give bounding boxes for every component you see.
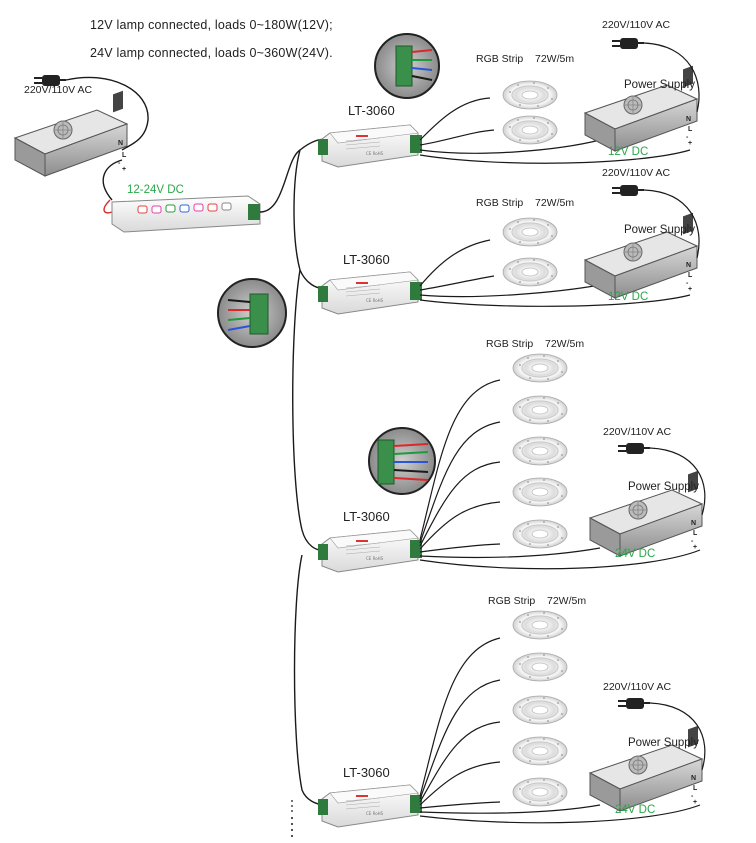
- power-supply-label-2: Power Supply: [624, 224, 695, 236]
- dc-label-1: 12V DC: [608, 146, 649, 158]
- terminal-minus-4: -: [691, 793, 694, 800]
- lt3060-unit-1: [317, 124, 423, 168]
- terminal-zoom-3: [368, 427, 436, 495]
- dc-label-2: 12V DC: [608, 291, 649, 303]
- lt3060-unit-3: [317, 529, 423, 573]
- strip-label-2: RGB Strip: [476, 197, 524, 209]
- controller-input-label: 12-24V DC: [127, 184, 184, 196]
- lt3060-unit-4: [317, 784, 423, 828]
- terminal-plus-4: +: [693, 799, 698, 806]
- terminal-zoom-2: [217, 278, 287, 348]
- terminal-minus-3: -: [691, 538, 694, 545]
- strip-reel-3d: [512, 477, 568, 507]
- main-terminal-n: N: [118, 140, 124, 147]
- main-ac-label: 220V/110V AC: [24, 84, 93, 96]
- lt3060-label-4: LT-3060: [343, 765, 390, 780]
- strip-label-3: RGB Strip: [486, 338, 534, 350]
- terminal-plus-3: +: [693, 544, 698, 551]
- plug-icon-4: [617, 697, 651, 710]
- main-terminal-plus: +: [122, 166, 127, 173]
- main-power-supply: [14, 90, 128, 177]
- power-supply-label-4: Power Supply: [628, 737, 699, 749]
- strip-reel-3e: [512, 519, 568, 549]
- rgb-controller: [111, 195, 261, 233]
- note-24v: 24V lamp connected, loads 0~360W(24V).: [90, 46, 333, 60]
- terminal-plus-2: +: [688, 286, 693, 293]
- terminal-n-1: N: [686, 116, 692, 123]
- ac-label-3: 220V/110V AC: [603, 426, 672, 438]
- strip-power-3: 72W/5m: [545, 338, 585, 350]
- strip-reel-4c: [512, 695, 568, 725]
- ac-label-2: 220V/110V AC: [602, 167, 671, 179]
- dc-label-3: 24V DC: [615, 548, 656, 560]
- terminal-plus-1: +: [688, 140, 693, 147]
- strip-label-4: RGB Strip: [488, 595, 536, 607]
- terminal-l-2: L: [688, 272, 693, 279]
- strip-reel-3b: [512, 395, 568, 425]
- main-terminal-l: L: [122, 152, 127, 159]
- strip-reel-2b: [502, 257, 558, 287]
- terminal-l-4: L: [693, 785, 698, 792]
- terminal-n-4: N: [691, 775, 697, 782]
- strip-reel-4e: [512, 777, 568, 807]
- note-12v: 12V lamp connected, loads 0~180W(12V);: [90, 18, 333, 32]
- terminal-l-1: L: [688, 126, 693, 133]
- terminal-n-3: N: [691, 520, 697, 527]
- lt3060-label-3: LT-3060: [343, 509, 390, 524]
- strip-reel-2a: [502, 217, 558, 247]
- terminal-l-3: L: [693, 530, 698, 537]
- strip-label-1: RGB Strip: [476, 53, 524, 65]
- strip-power-1: 72W/5m: [535, 53, 575, 65]
- strip-reel-4d: [512, 736, 568, 766]
- dc-label-4: 24V DC: [615, 804, 656, 816]
- terminal-n-2: N: [686, 262, 692, 269]
- strip-power-4: 72W/5m: [547, 595, 587, 607]
- ac-label-4: 220V/110V AC: [603, 681, 672, 693]
- strip-reel-3a: [512, 353, 568, 383]
- terminal-zoom-1: [374, 33, 440, 99]
- power-supply-label-1: Power Supply: [624, 79, 695, 91]
- strip-reel-1b: [502, 115, 558, 145]
- strip-power-2: 72W/5m: [535, 197, 575, 209]
- terminal-minus-2: -: [686, 280, 689, 287]
- strip-reel-1a: [502, 80, 558, 110]
- lt3060-unit-2: [317, 271, 423, 315]
- strip-reel-3c: [512, 436, 568, 466]
- strip-reel-4b: [512, 652, 568, 682]
- lt3060-label-1: LT-3060: [348, 103, 395, 118]
- lt3060-label-2: LT-3060: [343, 252, 390, 267]
- strip-reel-4a: [512, 610, 568, 640]
- terminal-minus-1: -: [686, 134, 689, 141]
- plug-icon-1: [611, 37, 645, 50]
- ac-label-1: 220V/110V AC: [602, 19, 671, 31]
- main-terminal-minus: -: [118, 160, 121, 167]
- plug-icon-3: [617, 442, 651, 455]
- power-supply-label-3: Power Supply: [628, 481, 699, 493]
- plug-icon-2: [611, 184, 645, 197]
